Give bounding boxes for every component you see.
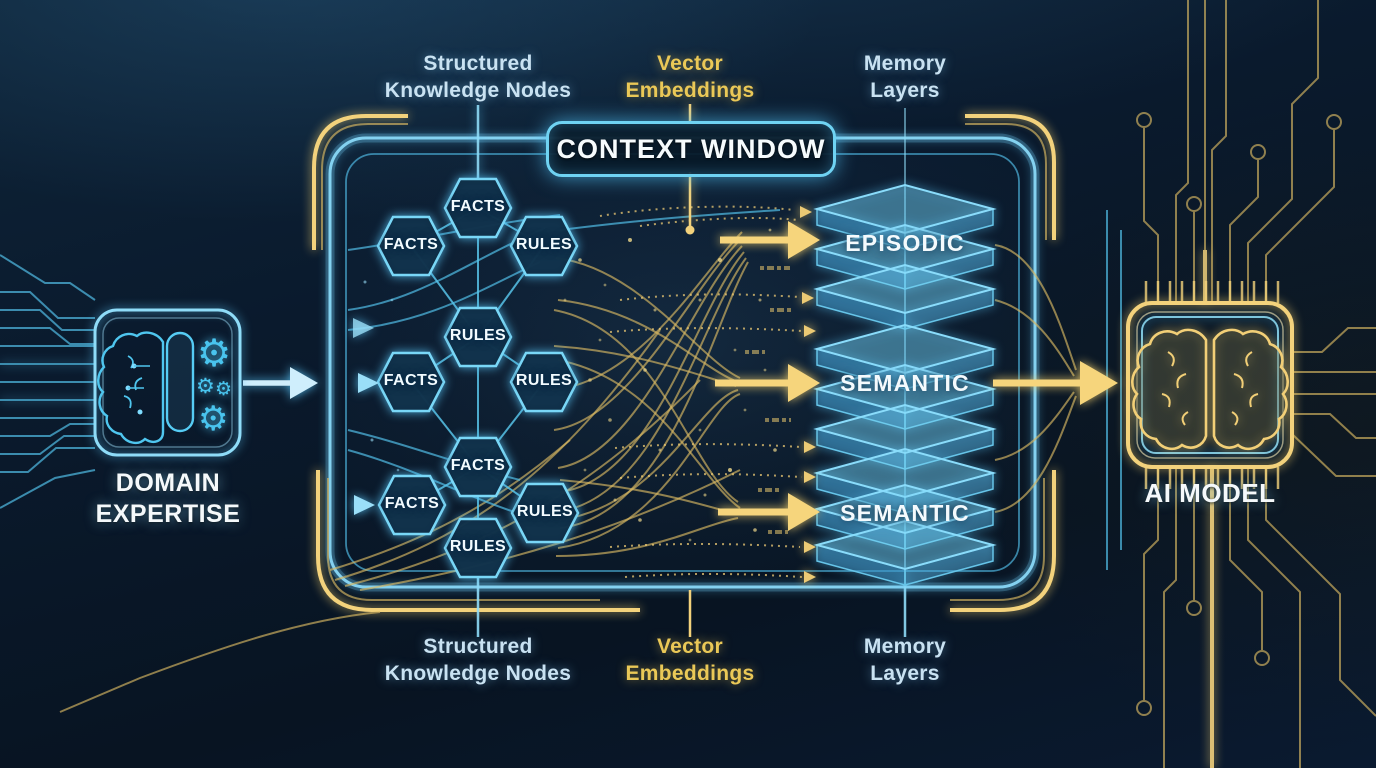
top-label-vector-embeddings: Vector Embeddings xyxy=(625,52,755,102)
ai-model-chip xyxy=(1126,281,1294,489)
node-label: FACTS xyxy=(384,495,440,512)
gear-icon: ⚙ xyxy=(215,378,233,400)
hexagon-nodes xyxy=(376,177,580,579)
node-label: RULES xyxy=(515,236,573,253)
hexagon-node xyxy=(443,517,513,579)
hexagon-node xyxy=(376,215,446,277)
top-label-memory-layers: Memory Layers xyxy=(863,52,947,102)
hexagon-node xyxy=(377,474,447,536)
bottom-label-memory-layers: Memory Layers xyxy=(863,635,947,685)
cyan-arrows xyxy=(243,318,379,515)
hexagon-node xyxy=(509,215,579,277)
brain-half-icon xyxy=(97,331,165,445)
ai-model-label: AI MODEL xyxy=(1144,478,1276,508)
hexagon-node xyxy=(509,351,579,413)
knowledge-node-cluster xyxy=(376,177,580,579)
gear-icon: ⚙ xyxy=(196,374,215,398)
node-label: RULES xyxy=(449,327,507,344)
brain-stem-capsule xyxy=(165,331,195,433)
flow-curves xyxy=(329,205,1077,591)
context-window-label: CONTEXT WINDOW xyxy=(556,133,826,164)
circuit-traces-right xyxy=(1106,0,1376,768)
node-label: RULES xyxy=(515,372,573,389)
node-label: RULES xyxy=(449,538,507,555)
hexagon-node xyxy=(443,306,513,368)
memory-layer-label-episodic: EPISODIC xyxy=(845,230,965,256)
node-label: FACTS xyxy=(450,198,506,215)
gear-icon: ⚙ xyxy=(197,331,232,375)
node-label: FACTS xyxy=(383,372,439,389)
gold-arrows xyxy=(715,206,1118,583)
top-label-structured-knowledge-nodes: Structured Knowledge Nodes xyxy=(384,52,572,102)
node-label: FACTS xyxy=(383,236,439,253)
context-window-title: CONTEXT WINDOW xyxy=(546,121,836,177)
gold-corner-brackets xyxy=(59,114,1056,713)
hexagon-node xyxy=(443,177,513,239)
bottom-label-vector-embeddings: Vector Embeddings xyxy=(625,635,755,685)
memory-stack-episodic xyxy=(816,184,994,330)
node-label: FACTS xyxy=(450,457,506,474)
hexagon-node xyxy=(510,482,580,544)
memory-layer-label-semantic-2: SEMANTIC xyxy=(840,500,970,526)
flow-arrows xyxy=(243,206,1118,583)
memory-layer-label-semantic-1: SEMANTIC xyxy=(840,370,970,396)
hexagon-node xyxy=(376,351,446,413)
particles xyxy=(363,228,777,542)
hexagon-node xyxy=(443,436,513,498)
memory-stack-semantic-1 xyxy=(816,324,994,470)
node-label: RULES xyxy=(516,503,574,520)
circuit-traces-left xyxy=(0,254,96,509)
bottom-label-structured-knowledge-nodes: Structured Knowledge Nodes xyxy=(384,635,572,685)
brain-icon xyxy=(1131,328,1289,451)
gear-icon: ⚙ xyxy=(198,399,229,439)
chip-pins xyxy=(1144,281,1280,489)
domain-expertise-chip xyxy=(93,308,242,457)
domain-expertise-label: DOMAIN EXPERTISE xyxy=(95,469,241,528)
